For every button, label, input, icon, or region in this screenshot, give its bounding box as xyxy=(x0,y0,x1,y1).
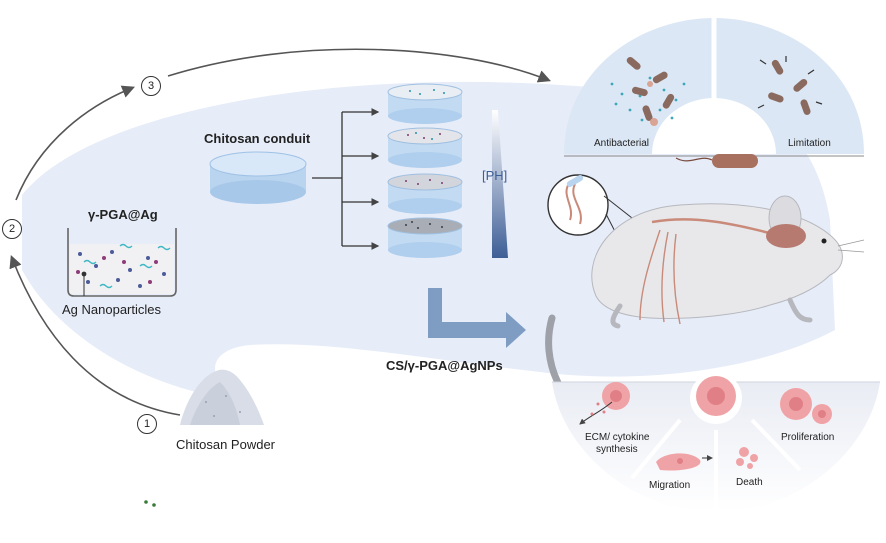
cell-response-panel xyxy=(552,372,880,512)
chitosan-conduit-label: Chitosan conduit xyxy=(204,131,311,146)
green-dot xyxy=(152,503,156,507)
limitation-label: Limitation xyxy=(788,138,831,149)
coated-conduit-2 xyxy=(387,127,463,168)
chitosan-powder-label: Chitosan Powder xyxy=(176,437,275,452)
chitosan-powder-pile xyxy=(180,369,264,425)
bacterium-icon xyxy=(675,154,758,168)
rat-illustration xyxy=(545,174,865,442)
coated-conduit-4 xyxy=(387,217,463,258)
coated-conduit-1 xyxy=(387,83,463,124)
ph-label: [PH] xyxy=(482,168,508,183)
arrow-step3-to-top xyxy=(167,48,551,83)
antibacterial-label: Antibacterial xyxy=(594,138,650,149)
branching-arrows xyxy=(312,108,380,250)
ph-gradient-wedge xyxy=(492,110,508,258)
chitosan-conduit-cylinder xyxy=(209,151,307,204)
gpga-ag-beaker xyxy=(67,228,177,297)
step-2-marker: 2 xyxy=(2,219,22,239)
ecm-label-line2: synthesis xyxy=(596,444,638,455)
ag-nanoparticles-label: Ag Nanoparticles xyxy=(62,302,161,317)
step-3-marker: 3 xyxy=(141,76,161,96)
arrow-step2-to-step3 xyxy=(15,85,135,201)
coated-conduit-3 xyxy=(387,173,463,214)
ecm-label-line1: ECM/ cytokine xyxy=(585,432,650,443)
gpga-ag-label: γ-PGA@Ag xyxy=(88,207,158,222)
mechanism-panel xyxy=(564,18,864,168)
product-arrow xyxy=(428,288,526,348)
proliferation-label: Proliferation xyxy=(781,432,835,443)
death-label: Death xyxy=(736,477,763,488)
step-1-marker: 1 xyxy=(137,414,157,434)
arrow-step1-to-step2 xyxy=(9,255,181,416)
migration-label: Migration xyxy=(649,480,691,491)
product-label: CS/γ-PGA@AgNPs xyxy=(386,358,503,373)
green-dot xyxy=(144,500,148,504)
